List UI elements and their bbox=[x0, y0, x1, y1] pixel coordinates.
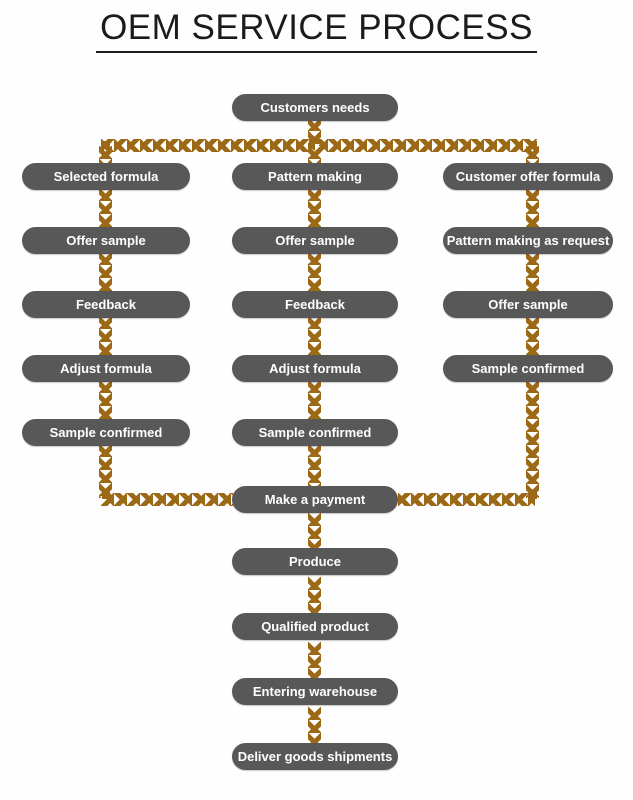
connector-mid-3 bbox=[308, 316, 321, 356]
node-deliver-goods-shipments[interactable]: Deliver goods shipments bbox=[232, 743, 398, 770]
connector-left-2 bbox=[99, 252, 112, 292]
connector-tail-2 bbox=[308, 642, 321, 682]
page-title-container: OEM SERVICE PROCESS bbox=[0, 8, 633, 54]
connector-left-0 bbox=[99, 146, 112, 168]
connector-merge-from-left bbox=[101, 493, 233, 506]
joint-split-right bbox=[529, 141, 537, 149]
joint-merge-left bbox=[102, 491, 110, 499]
node-left-adjust-formula[interactable]: Adjust formula bbox=[22, 355, 190, 382]
node-left-sample-confirmed[interactable]: Sample confirmed bbox=[22, 419, 190, 446]
node-mid-offer-sample[interactable]: Offer sample bbox=[232, 227, 398, 254]
node-left-offer-sample[interactable]: Offer sample bbox=[22, 227, 190, 254]
node-make-a-payment[interactable]: Make a payment bbox=[232, 486, 398, 513]
connector-left-4 bbox=[99, 380, 112, 420]
node-right-sample-confirmed[interactable]: Sample confirmed bbox=[443, 355, 613, 382]
connector-tail-1 bbox=[308, 577, 321, 617]
connector-merge-from-right bbox=[398, 493, 535, 506]
connector-right-0 bbox=[526, 146, 539, 168]
connector-tail-3 bbox=[308, 707, 321, 744]
node-customers-needs[interactable]: Customers needs bbox=[232, 94, 398, 121]
connector-split-bar-left bbox=[101, 139, 315, 152]
node-mid-adjust-formula[interactable]: Adjust formula bbox=[232, 355, 398, 382]
connector-split-bar-right bbox=[315, 139, 537, 152]
connector-mid-0 bbox=[308, 146, 321, 168]
node-mid-feedback[interactable]: Feedback bbox=[232, 291, 398, 318]
connector-left-1 bbox=[99, 188, 112, 228]
node-produce[interactable]: Produce bbox=[232, 548, 398, 575]
node-right-offer-sample[interactable]: Offer sample bbox=[443, 291, 613, 318]
connector-right-1 bbox=[526, 188, 539, 228]
connector-tail-0 bbox=[308, 513, 321, 553]
joint-merge-right bbox=[529, 491, 537, 499]
node-left-feedback[interactable]: Feedback bbox=[22, 291, 190, 318]
joint-split-left bbox=[102, 141, 110, 149]
connector-mid-4 bbox=[308, 380, 321, 420]
node-right-customer-offer-formula[interactable]: Customer offer formula bbox=[443, 163, 613, 190]
connector-right-3 bbox=[526, 316, 539, 356]
node-qualified-product[interactable]: Qualified product bbox=[232, 613, 398, 640]
connector-mid-to-merge bbox=[308, 444, 321, 488]
connector-left-3 bbox=[99, 316, 112, 356]
connector-mid-1 bbox=[308, 188, 321, 228]
node-mid-pattern-making[interactable]: Pattern making bbox=[232, 163, 398, 190]
node-entering-warehouse[interactable]: Entering warehouse bbox=[232, 678, 398, 705]
connector-right-to-merge bbox=[526, 380, 539, 498]
node-left-selected-formula[interactable]: Selected formula bbox=[22, 163, 190, 190]
connector-mid-2 bbox=[308, 252, 321, 292]
page-title: OEM SERVICE PROCESS bbox=[96, 8, 537, 54]
node-right-pattern-making-as-request[interactable]: Pattern making as request bbox=[443, 227, 613, 254]
connector-left-to-merge bbox=[99, 444, 112, 498]
node-mid-sample-confirmed[interactable]: Sample confirmed bbox=[232, 419, 398, 446]
connector-right-2 bbox=[526, 252, 539, 292]
